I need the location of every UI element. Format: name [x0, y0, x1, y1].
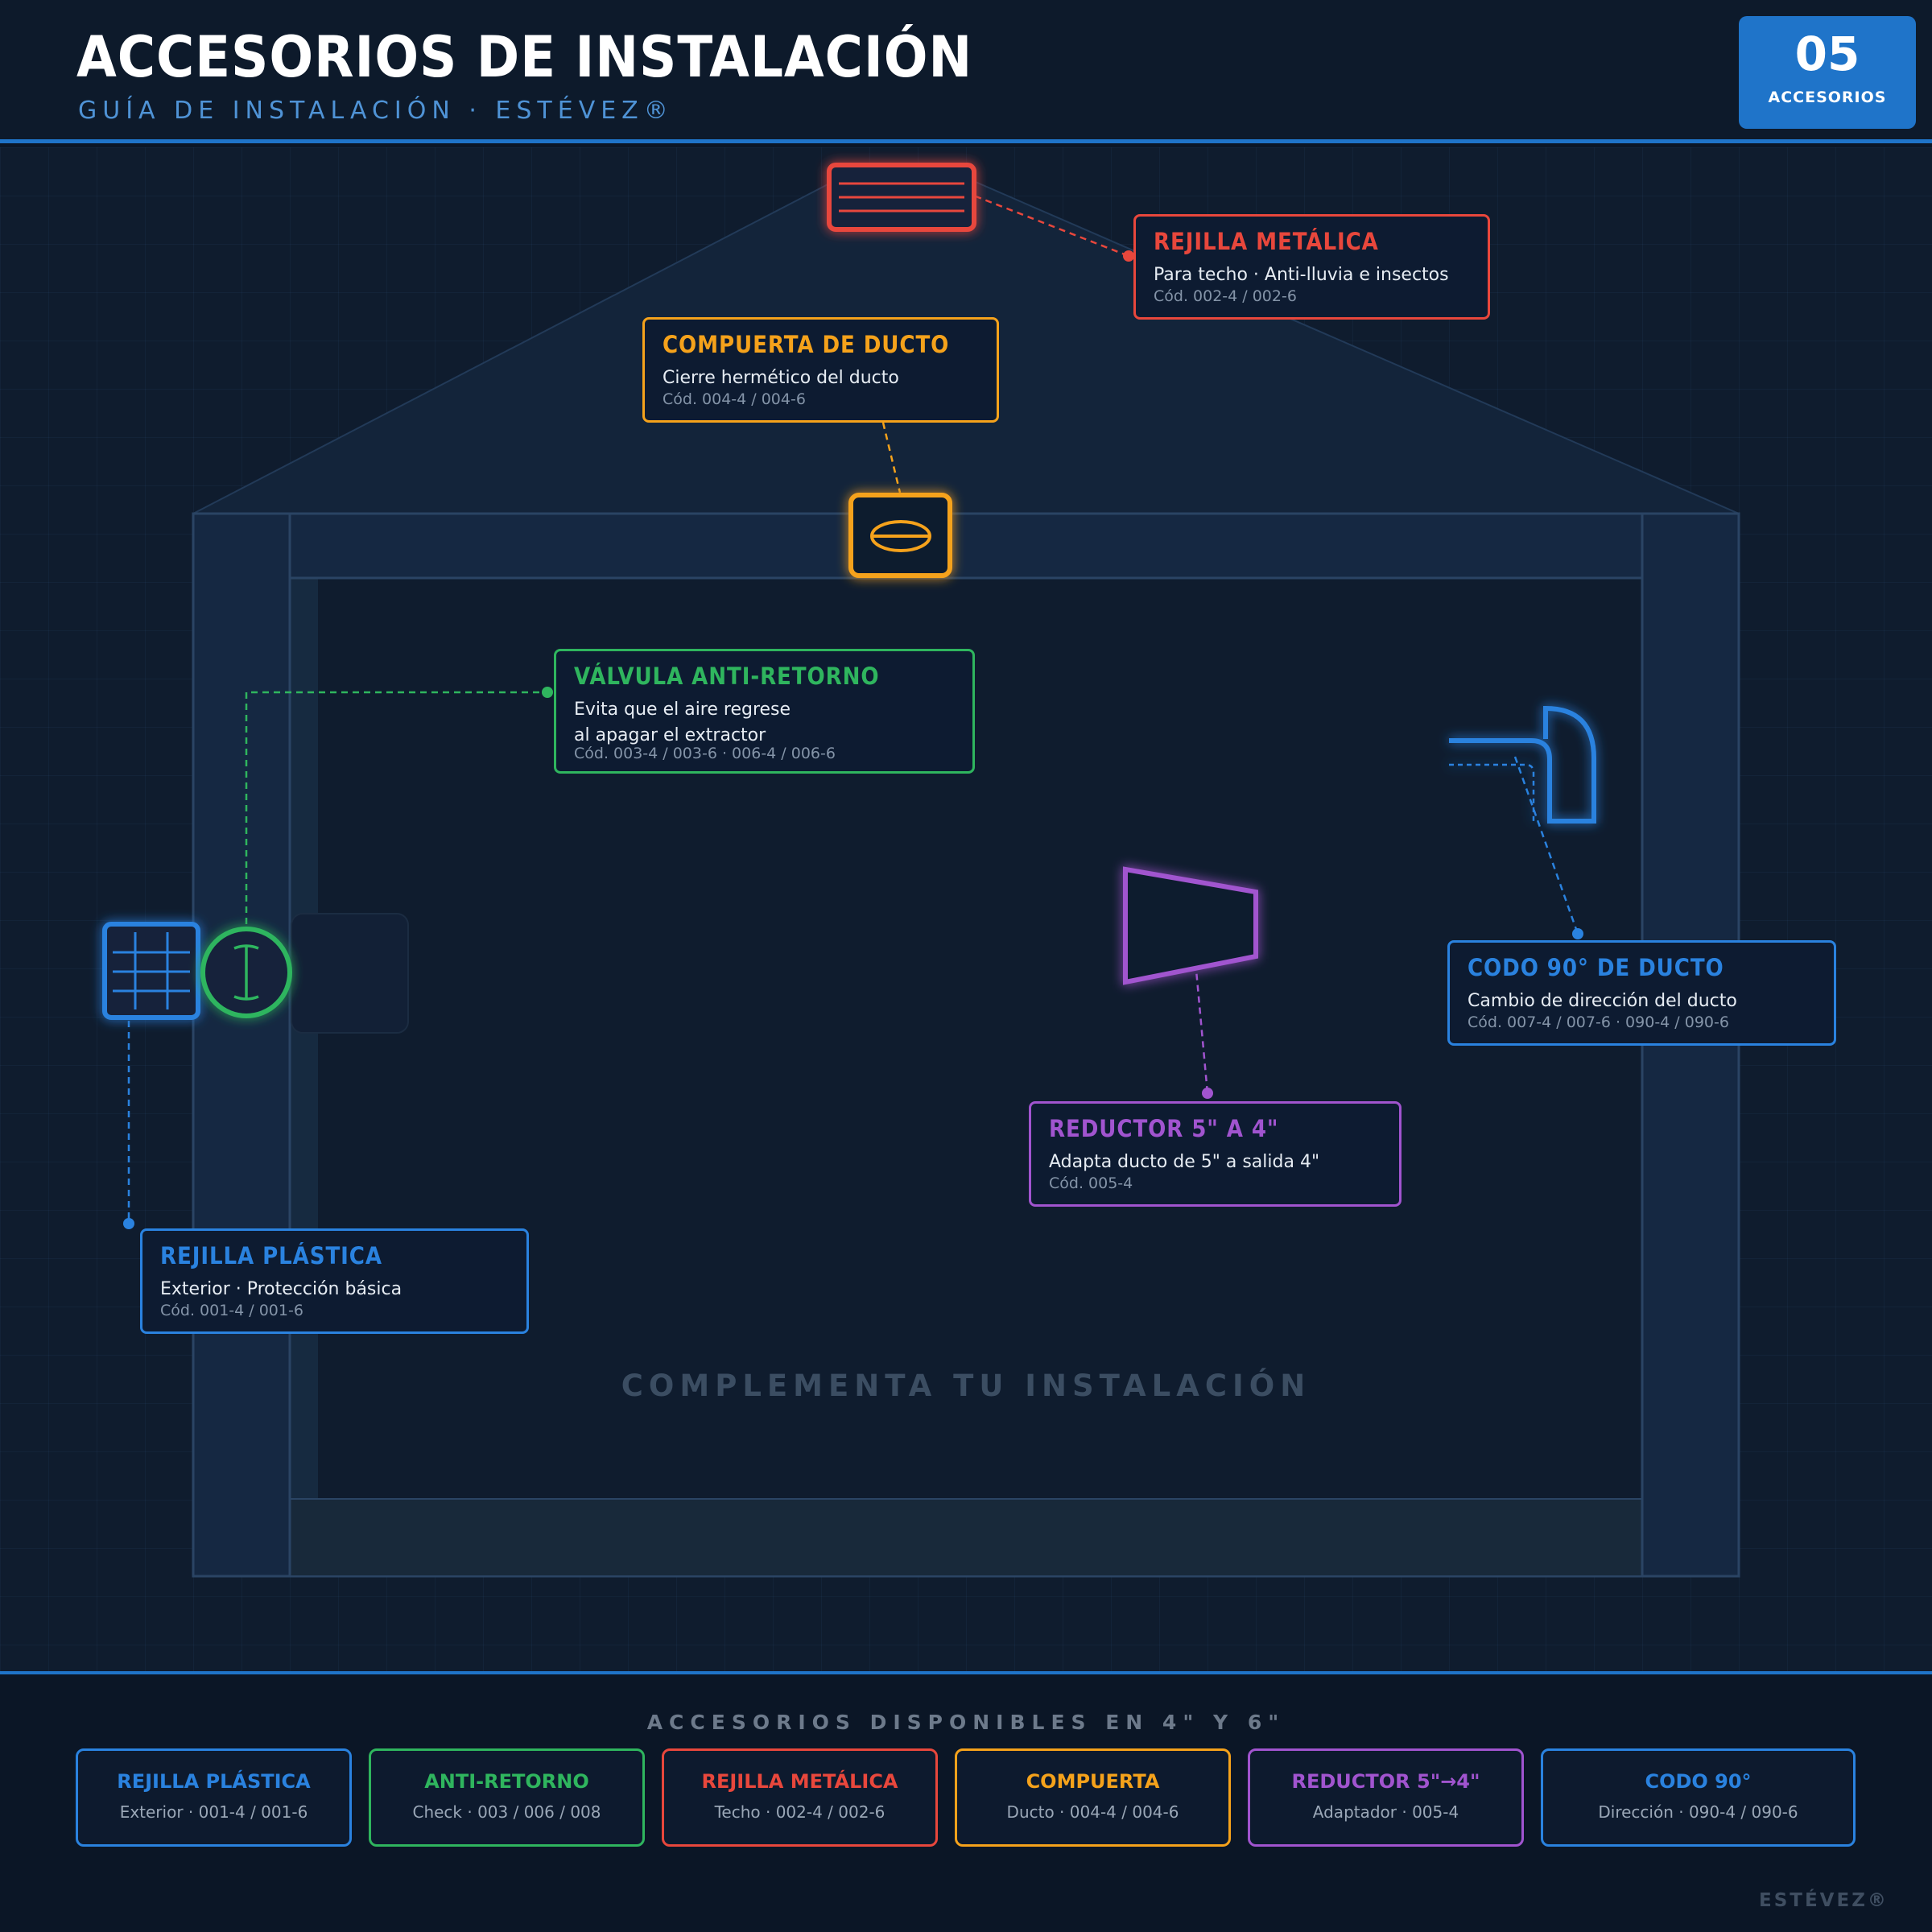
callout-description: Exterior · Protección básica [160, 1279, 402, 1299]
callout-description: Cierre hermético del ducto [663, 368, 899, 388]
callout-code: Cód. 004-4 / 004-6 [663, 390, 806, 408]
footer-card-desc: Dirección · 090-4 / 090-6 [1598, 1802, 1798, 1822]
count-badge: 05 ACCESORIOS [1739, 16, 1916, 129]
callout-title: CODO 90° DE DUCTO [1468, 954, 1724, 981]
callout-compuerta: COMPUERTA DE DUCTO Cierre hermético del … [642, 317, 999, 423]
callout-code: Cód. 007-4 / 007-6 · 090-4 / 090-6 [1468, 1013, 1729, 1031]
callout-description: Para techo · Anti-lluvia e insectos [1154, 265, 1449, 285]
brand-mark: ESTÉVEZ® [1759, 1890, 1889, 1911]
badge-number: 05 [1794, 27, 1860, 81]
callout-code: Cód. 005-4 [1049, 1174, 1133, 1192]
callout-code: Cód. 002-4 / 002-6 [1154, 287, 1297, 305]
footer-card-desc: Techo · 002-4 / 002-6 [714, 1802, 886, 1822]
footer: ACCESORIOS DISPONIBLES EN 4" Y 6" REJILL… [0, 1671, 1932, 1932]
footer-card-title: REJILLA PLÁSTICA [117, 1770, 311, 1793]
footer-card-desc: Ducto · 004-4 / 004-6 [1006, 1802, 1179, 1822]
footer-heading: ACCESORIOS DISPONIBLES EN 4" Y 6" [646, 1711, 1286, 1734]
callout-description-line1: Evita que el aire regrese [574, 700, 791, 720]
footer-card-title: REJILLA METÁLICA [701, 1770, 898, 1793]
callout-valvula: VÁLVULA ANTI-RETORNO Evita que el aire r… [554, 649, 975, 774]
callout-reductor: REDUCTOR 5" A 4" Adapta ducto de 5" a sa… [1029, 1101, 1402, 1207]
callout-code: Cód. 003-4 / 003-6 · 006-4 / 006-6 [574, 745, 836, 762]
watermark-text: COMPLEMENTA TU INSTALACIÓN [621, 1368, 1311, 1403]
footer-card-rejilla-plastica: REJILLA PLÁSTICA Exterior · 001-4 / 001-… [76, 1748, 352, 1847]
footer-card-title: COMPUERTA [1026, 1770, 1160, 1793]
callout-title: COMPUERTA DE DUCTO [663, 331, 950, 358]
footer-card-desc: Adaptador · 005-4 [1312, 1802, 1459, 1822]
footer-card-anti-retorno: ANTI-RETORNO Check · 003 / 006 / 008 [369, 1748, 645, 1847]
footer-card-reductor: REDUCTOR 5"→4" Adaptador · 005-4 [1248, 1748, 1524, 1847]
callout-codo: CODO 90° DE DUCTO Cambio de dirección de… [1447, 940, 1836, 1046]
page-title: ACCESORIOS DE INSTALACIÓN [76, 24, 973, 90]
callout-code: Cód. 001-4 / 001-6 [160, 1302, 303, 1319]
footer-card-compuerta: COMPUERTA Ducto · 004-4 / 004-6 [955, 1748, 1231, 1847]
footer-card-desc: Check · 003 / 006 / 008 [412, 1802, 601, 1822]
header-bar: ACCESORIOS DE INSTALACIÓN GUÍA DE INSTAL… [0, 0, 1932, 143]
badge-label: ACCESORIOS [1768, 89, 1887, 106]
callout-rejilla-plastica: REJILLA PLÁSTICA Exterior · Protección b… [140, 1228, 529, 1334]
footer-card-codo: CODO 90° Dirección · 090-4 / 090-6 [1541, 1748, 1856, 1847]
page-subtitle: GUÍA DE INSTALACIÓN · ESTÉVEZ® [78, 97, 674, 125]
callout-title: REJILLA METÁLICA [1154, 228, 1379, 255]
footer-card-title: CODO 90° [1645, 1770, 1752, 1793]
footer-card-desc: Exterior · 001-4 / 001-6 [119, 1802, 308, 1822]
callout-description-line2: al apagar el extractor [574, 725, 766, 745]
footer-card-title: ANTI-RETORNO [424, 1770, 589, 1793]
callout-title: REDUCTOR 5" A 4" [1049, 1115, 1279, 1142]
callout-rejilla-metalica: REJILLA METÁLICA Para techo · Anti-lluvi… [1133, 214, 1490, 320]
footer-card-rejilla-metalica: REJILLA METÁLICA Techo · 002-4 / 002-6 [662, 1748, 938, 1847]
callout-title: REJILLA PLÁSTICA [160, 1242, 382, 1269]
callout-description: Cambio de dirección del ducto [1468, 991, 1737, 1011]
callout-description: Adapta ducto de 5" a salida 4" [1049, 1152, 1320, 1172]
callout-title: VÁLVULA ANTI-RETORNO [574, 663, 880, 690]
footer-card-title: REDUCTOR 5"→4" [1291, 1770, 1480, 1793]
